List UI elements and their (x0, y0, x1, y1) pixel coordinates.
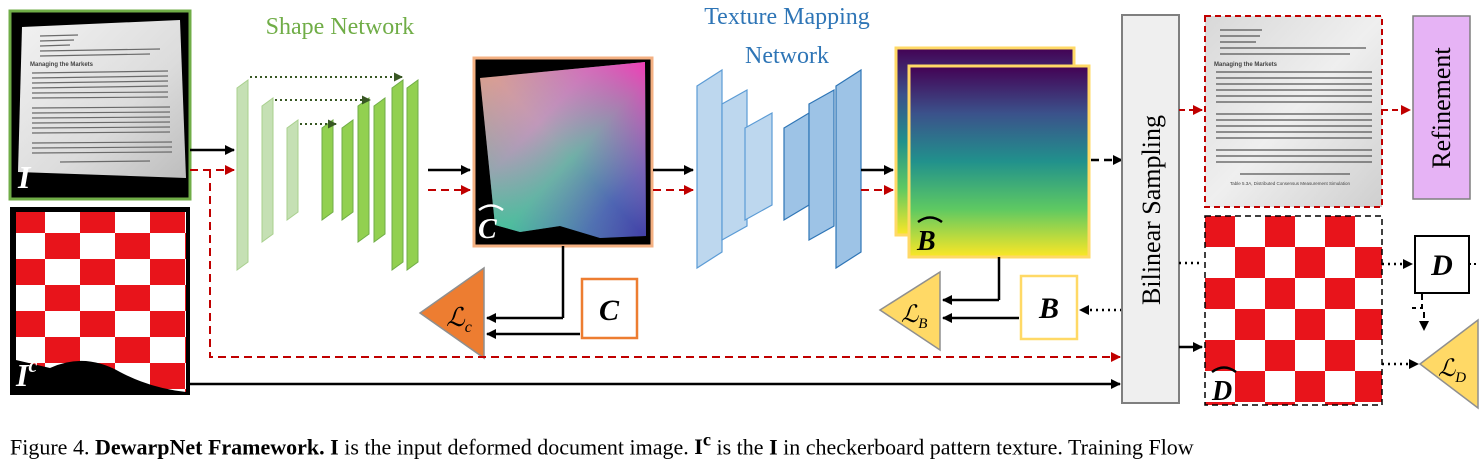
pred-dewarp-label: D (1211, 376, 1232, 407)
predicted-backward-map: B (894, 46, 1091, 259)
gt-bm-label: B (1038, 292, 1059, 325)
input-image-panel: Managing the Markets I (8, 9, 192, 201)
caption-sentence-2: in checkerboard pattern texture. Trainin… (783, 434, 1194, 460)
caption-sentence-1: is the input deformed document image. (344, 434, 689, 460)
ground-truth-coord-box (580, 277, 639, 340)
unwarped-text-lines (1216, 29, 1372, 175)
loss-c-triangle (418, 266, 485, 360)
caption-symbol-ic: Ic (694, 430, 711, 460)
unwarped-heading: Managing the Markets (1214, 62, 1278, 68)
pred-coord-label: C (478, 214, 497, 245)
pred-bm-hat (917, 216, 943, 224)
unwarped-document-frame (1204, 15, 1383, 208)
caption-sentence-2-mid: is the (716, 434, 764, 460)
pred-dewarp-hat (1211, 366, 1237, 374)
texture-encoder-layer-3 (744, 111, 773, 222)
shape-decoder-layer-6 (406, 79, 419, 271)
caption-prefix: Figure 4. (10, 434, 90, 460)
texture-decoder-layer-3 (835, 68, 862, 270)
document-heading: Managing the Markets (30, 62, 94, 68)
shape-decoder-layer-2 (341, 119, 354, 221)
refinement-label: Refinement (1427, 47, 1456, 169)
deformed-paper (18, 20, 186, 178)
coord-map-overlay (480, 62, 646, 238)
deformed-checker (16, 212, 186, 392)
texture-encoder-layer-1 (696, 68, 723, 270)
ground-truth-dewarp-box (1414, 235, 1470, 294)
shape-encoder-layer-1 (236, 79, 249, 271)
backward-map-front-channel (907, 64, 1091, 259)
texture-encoder-layer-2 (721, 88, 748, 242)
loss-b-triangle (878, 270, 941, 352)
loss-d: ℒD (1418, 318, 1479, 410)
dewarpnet-diagram: Managing the Markets I Ic Shape Network … (8, 4, 1479, 410)
predicted-dewarped-checkerboard: D (1204, 215, 1383, 407)
loss-b-label: ℒB (901, 302, 927, 332)
document-text-lines (31, 34, 173, 163)
loss-b: ℒB (878, 270, 941, 352)
caption-title: DewarpNet Framework. (94, 434, 325, 460)
bilinear-sampling-block (1121, 14, 1180, 404)
checkerboard-image-panel: Ic (10, 207, 190, 395)
shape-network (236, 72, 419, 271)
pred-bm-label: B (916, 226, 936, 257)
dewarped-checker-frame (1204, 215, 1383, 406)
texture-decoder-layer-1 (783, 111, 810, 222)
shape-network-title: Shape Network (266, 14, 415, 40)
predicted-coordinate-map: C (472, 56, 654, 248)
unwarped-document-output: Managing the Markets Table 5.3A, Distrib… (1204, 15, 1383, 208)
gt-coord-label: C (599, 294, 620, 327)
gt-dewarp-label: D (1430, 249, 1453, 282)
loss-c: ℒc (418, 266, 485, 360)
shape-decoder-layer-3 (357, 97, 370, 243)
refinement-block (1412, 15, 1471, 200)
caption-symbol-i-2: I (769, 434, 778, 460)
shape-decoder-layer-4 (373, 97, 386, 243)
pred-coord-hat (478, 204, 504, 212)
loss-d-triangle (1418, 318, 1479, 410)
texture-mapping-network (696, 68, 862, 270)
bilinear-sampling-label: Bilinear Sampling (1137, 115, 1166, 305)
checker-image-label: Ic (15, 355, 37, 393)
input-image-label: I (17, 159, 32, 195)
figure-caption: Figure 4. DewarpNet Framework. I is the … (10, 430, 1475, 463)
texture-network-title-line2: Network (745, 43, 829, 69)
shape-encoder-layer-3 (286, 119, 299, 221)
dewarped-checker-fill (1205, 216, 1382, 405)
ground-truth-bm-box (1019, 274, 1079, 341)
shape-decoder-layer-1 (321, 119, 334, 221)
texture-network-title-line1: Texture Mapping (704, 4, 870, 30)
loss-d-label: ℒD (1438, 356, 1466, 386)
shape-decoder-layer-5 (391, 79, 404, 271)
loss-c-label: ℒc (446, 303, 472, 336)
caption-symbol-i: I (330, 434, 339, 460)
shape-encoder-layer-2 (261, 97, 274, 243)
line-gtd-to-lossd-a (1412, 294, 1423, 309)
flow-checker-to-sampling (209, 170, 1121, 362)
texture-decoder-layer-2 (808, 88, 835, 242)
unwarped-footer: Table 5.3A, Distributed Consensus Measur… (1230, 181, 1351, 186)
